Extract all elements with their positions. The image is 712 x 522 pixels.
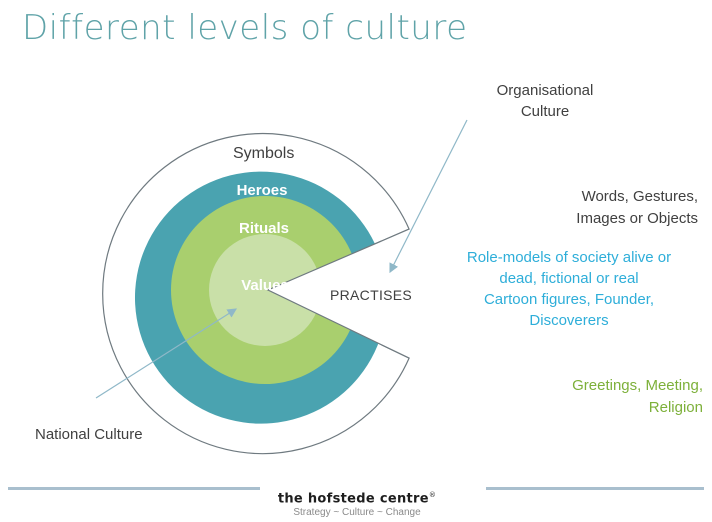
practises-wedge-edge [266,228,410,359]
footer-line-left [8,487,260,490]
rituals-description-line-2: Religion [648,399,703,416]
symbols-description: Words, Gestures, Images or Objects [520,186,698,230]
heroes-description-line-2: dead, fictional or real [499,270,639,287]
national-culture-label: National Culture [35,426,143,443]
logo-tagline: Strategy ~ Culture ~ Change [293,507,421,519]
organisational-culture-label: Organisational Culture [480,80,610,122]
heroes-description-line-1: Role-models of society alive or [466,249,672,266]
heroes-label: Heroes [236,182,288,199]
logo-text: the hofstede centre [277,491,429,507]
hofstede-logo: the hofstede centre® Strategy ~ Culture … [262,487,452,519]
footer-line-right [486,487,704,490]
heroes-description: Role-models of society alive or dead, fi… [440,247,698,331]
symbols-description-line-1: Words, Gestures, [581,188,698,205]
rituals-label: Rituals [238,220,290,237]
values-core [209,234,321,346]
organisational-line-1: Organisational [496,82,594,99]
organisational-line-2: Culture [520,103,570,120]
registered-mark: ® [428,491,437,499]
practises-label: PRACTISES [330,287,413,303]
symbols-label: Symbols [233,145,295,162]
organisational-arrow [389,119,468,274]
values-label: Values [241,277,289,294]
rituals-description: Greetings, Meeting, Religion [520,375,703,419]
practises-wedge [268,229,410,359]
page-title: Different levels of culture [22,8,468,48]
symbols-description-line-2: Images or Objects [576,210,698,227]
heroes-description-line-3: Cartoon figures, Founder, [483,291,655,308]
rituals-description-line-1: Greetings, Meeting, [572,377,703,394]
heroes-description-line-4: Discoverers [529,312,609,329]
national-culture-arrow [95,308,238,399]
